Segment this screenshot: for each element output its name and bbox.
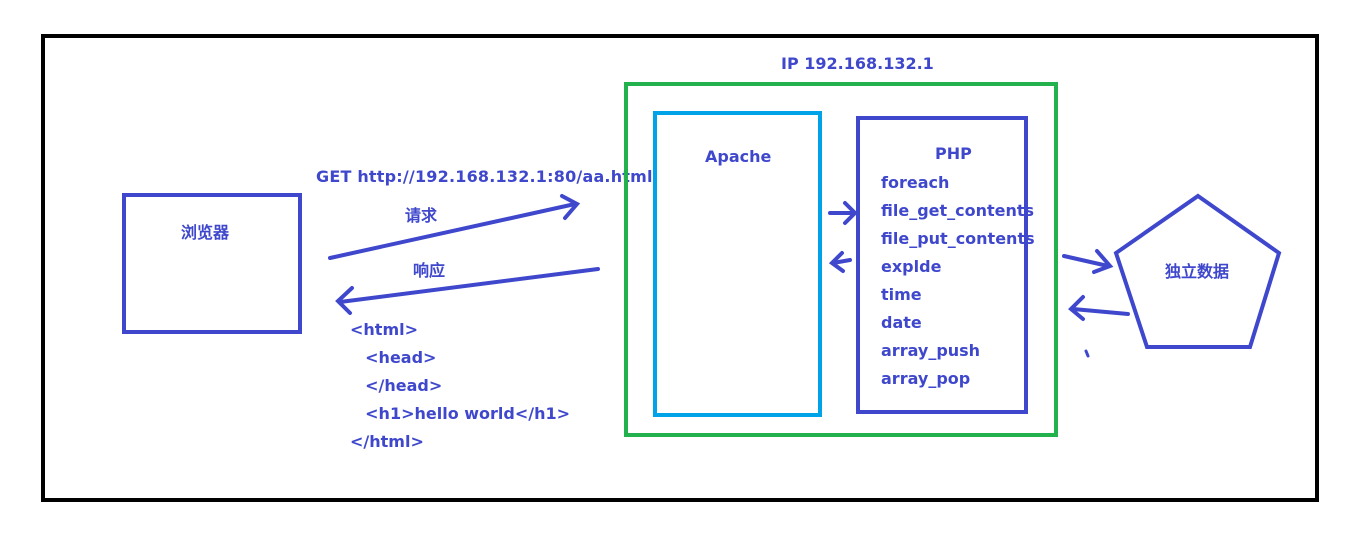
request-arrow xyxy=(328,194,581,260)
php-function-item: array_pop xyxy=(881,369,971,388)
code-line: <html> xyxy=(350,320,419,339)
code-line: </head> xyxy=(354,376,443,395)
response-arrow xyxy=(335,267,600,315)
browser-box xyxy=(122,193,302,334)
apache-box xyxy=(653,111,822,417)
data-store-label: 独立数据 xyxy=(1165,262,1230,281)
php-function-item: file_put_contents xyxy=(881,229,1035,248)
server-ip-label: IP 192.168.132.1 xyxy=(781,54,934,73)
server-box xyxy=(624,82,1058,437)
php-function-item: date xyxy=(881,313,922,332)
apache-to-php-arrow xyxy=(828,201,858,225)
stray-mark xyxy=(1084,349,1090,358)
php-function-item: file_get_contents xyxy=(881,201,1035,220)
php-label: PHP xyxy=(935,144,972,163)
code-line: </html> xyxy=(350,432,424,451)
code-line: <h1>hello world</h1> xyxy=(354,404,571,423)
data-store-pentagon xyxy=(1113,193,1282,349)
php-to-datastore-arrow xyxy=(1062,249,1114,274)
diagram-frame xyxy=(41,34,1319,502)
php-box xyxy=(856,116,1028,414)
php-to-apache-arrow xyxy=(828,251,852,273)
php-function-list: foreach file_get_contents file_put_conte… xyxy=(881,172,1035,396)
browser-label: 浏览器 xyxy=(181,223,230,242)
response-label: 响应 xyxy=(413,261,446,280)
php-function-item: time xyxy=(881,285,922,304)
request-label: 请求 xyxy=(405,206,438,225)
request-url: GET http://192.168.132.1:80/aa.html xyxy=(316,167,653,186)
php-function-item: array_push xyxy=(881,341,981,360)
datastore-to-php-arrow xyxy=(1068,295,1130,321)
php-function-item: explde xyxy=(881,257,942,276)
code-line: <head> xyxy=(354,348,437,367)
apache-label: Apache xyxy=(705,147,772,166)
php-function-item: foreach xyxy=(881,173,950,192)
html-response-code: <html> <head> </head> <h1>hello world</h… xyxy=(350,319,570,459)
